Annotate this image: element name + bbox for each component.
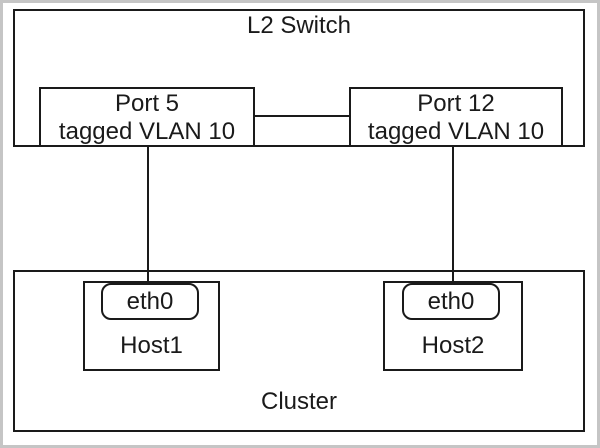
port-12-name: Port 12	[417, 90, 495, 117]
port5-host1-link-line	[147, 145, 149, 286]
host1-label: Host1	[120, 332, 183, 359]
cluster-label: Cluster	[260, 388, 338, 415]
port12-host2-link-line	[452, 145, 454, 286]
host1-eth0-label: eth0	[126, 288, 174, 315]
port-12-box: Port 12 tagged VLAN 10	[349, 87, 563, 147]
cluster-box: eth0 Host1 eth0 Host2 Cluster	[13, 270, 585, 432]
host1-eth0-interface-box: eth0	[101, 283, 199, 320]
port-5-box: Port 5 tagged VLAN 10	[39, 87, 255, 147]
host2-label: Host2	[421, 332, 485, 359]
port-12-vlan-label: tagged VLAN 10	[367, 118, 545, 145]
host2-eth0-label: eth0	[427, 288, 475, 315]
port5-port12-link-line	[255, 115, 349, 117]
host2-eth0-interface-box: eth0	[402, 283, 500, 320]
port-5-vlan-label: tagged VLAN 10	[58, 118, 236, 145]
switch-label: L2 Switch	[246, 12, 352, 39]
host1-box: eth0 Host1	[83, 281, 220, 371]
host2-box: eth0 Host2	[383, 281, 523, 371]
l2-switch-box: L2 Switch Port 5 tagged VLAN 10 Port 12 …	[13, 9, 585, 147]
port-5-name: Port 5	[114, 90, 180, 117]
